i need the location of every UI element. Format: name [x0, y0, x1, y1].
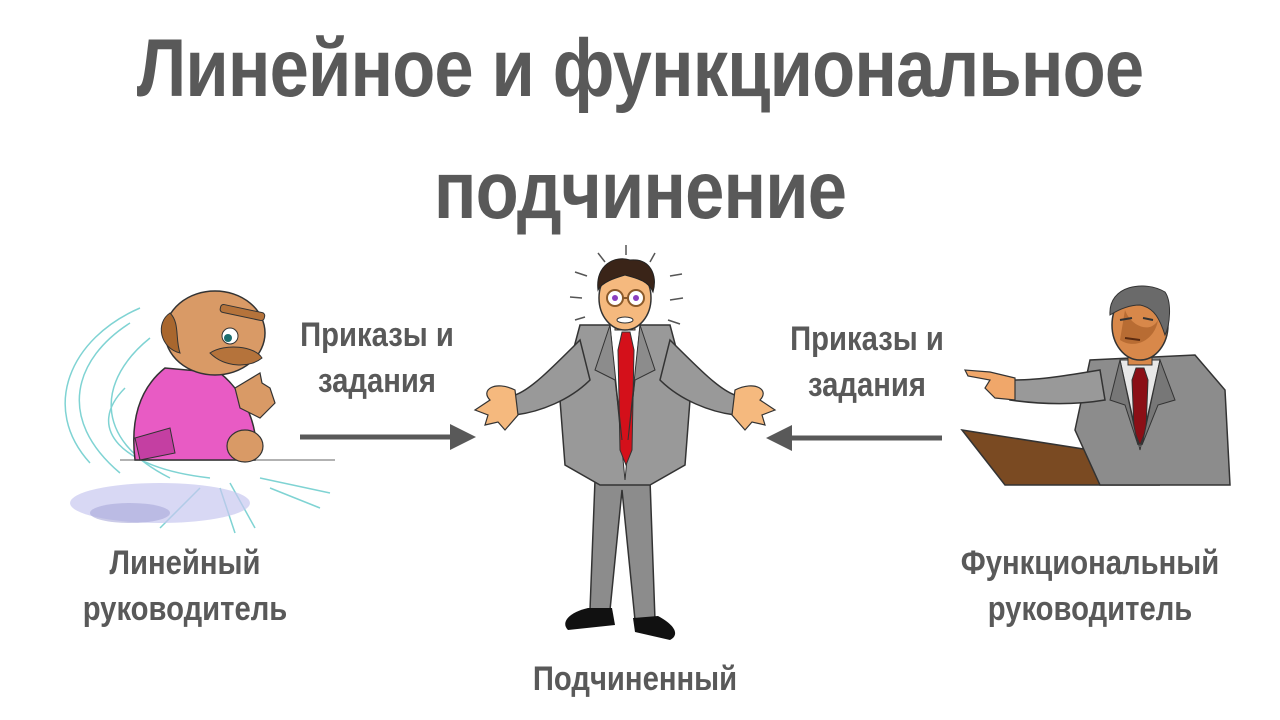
subordinate-illustration	[473, 245, 777, 640]
line-manager-label-line2: руководитель	[82, 590, 288, 628]
functional-manager-label: Функциональный руководитель	[944, 540, 1236, 632]
functional-manager-label-line1: Функциональный	[960, 544, 1220, 582]
slide-title-line1: Линейное и функциональное	[136, 23, 1144, 114]
right-flow-label-line1: Приказы и	[790, 320, 944, 358]
subordinate-label-line1: Подчиненный	[532, 660, 738, 698]
right-flow-label-line2: задания	[808, 366, 926, 404]
functional-manager-illustration	[960, 285, 1231, 486]
right-flow-label: Приказы и задания	[777, 316, 958, 408]
left-flow-label-line2: задания	[318, 362, 436, 400]
line-manager-label-line1: Линейный	[109, 544, 261, 582]
slide-title-line2: подчинение	[433, 145, 847, 236]
line-manager-label: Линейный руководитель	[60, 540, 309, 632]
left-flow-label-line1: Приказы и	[300, 316, 454, 354]
left-flow-label: Приказы и задания	[287, 312, 468, 404]
subordinate-label: Подчиненный	[502, 656, 769, 702]
line-manager-illustration	[64, 290, 335, 534]
functional-manager-label-line2: руководитель	[987, 590, 1193, 628]
